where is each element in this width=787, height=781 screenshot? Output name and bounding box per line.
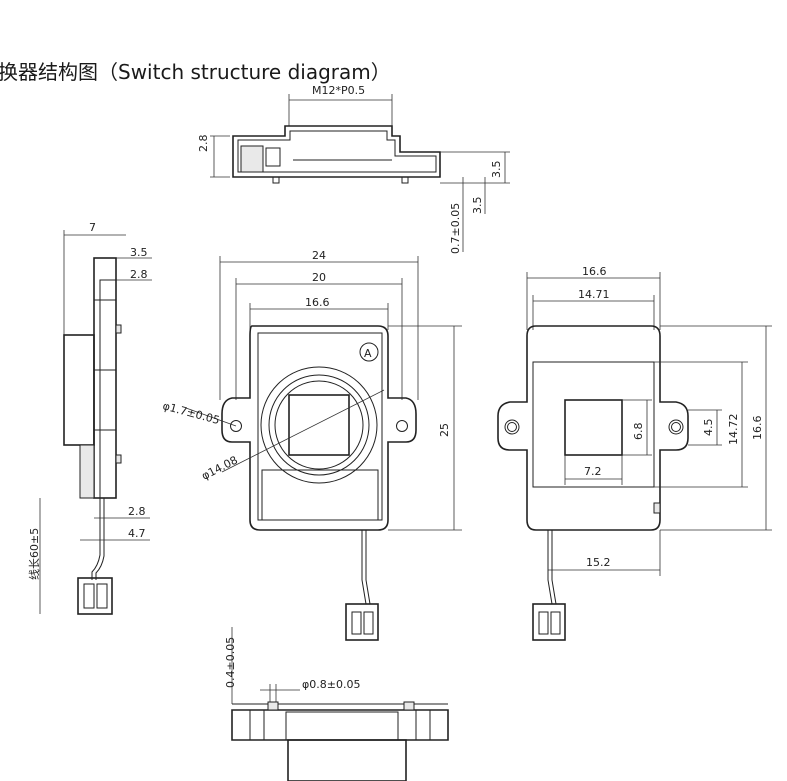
back-152-label: 15.2	[586, 556, 611, 569]
side-view: 7 3.5 2.8 2.8 4.7 线长60±5	[27, 221, 152, 615]
top-r3-label: 0.7±0.05	[449, 203, 462, 254]
diagram-title: 换器结构图（Switch structure diagram）	[0, 60, 391, 84]
back-166-label: 16.6	[582, 265, 607, 278]
top-view: M12*P0.5 2.8 3.5 3.5 0.7±0.05	[197, 84, 510, 254]
back-68-label: 6.8	[632, 423, 645, 441]
front-25-label: 25	[438, 423, 451, 437]
back-72-label: 7.2	[584, 465, 602, 478]
front-circle-mark: A	[364, 347, 372, 360]
front-166-label: 16.6	[305, 296, 330, 309]
front-24-label: 24	[312, 249, 326, 262]
back-view: 16.6 14.71 6.8 4.5 14.72 16.6 7.2	[497, 265, 772, 641]
side-c-label: 2.8	[128, 505, 146, 518]
front-view: 24 20 16.6 A φ1.7±0.05 φ14.08 25	[161, 249, 462, 641]
back-1472-label: 14.72	[727, 414, 740, 446]
bottom-b-label: φ0.8±0.05	[302, 678, 360, 691]
front-dia-label: φ14.08	[199, 453, 239, 482]
thread-label: M12*P0.5	[312, 84, 365, 97]
side-a-label: 3.5	[130, 246, 148, 259]
top-height-label: 2.8	[197, 135, 210, 153]
wire-length-label: 线长60±5	[27, 528, 41, 580]
back-1471-label: 14.71	[578, 288, 610, 301]
front-hole-label: φ1.7±0.05	[161, 399, 221, 427]
side-d-label: 4.7	[128, 527, 146, 540]
bottom-a-label: 0.4±0.05	[224, 637, 237, 688]
back-166v-label: 16.6	[751, 416, 764, 441]
top-r2-label: 3.5	[471, 197, 484, 215]
side-width-label: 7	[89, 221, 96, 234]
front-20-label: 20	[312, 271, 326, 284]
top-r1-label: 3.5	[490, 161, 503, 179]
side-b-label: 2.8	[130, 268, 148, 281]
back-45-label: 4.5	[702, 419, 715, 437]
bottom-view: 0.4±0.05 φ0.8±0.05	[224, 627, 449, 781]
